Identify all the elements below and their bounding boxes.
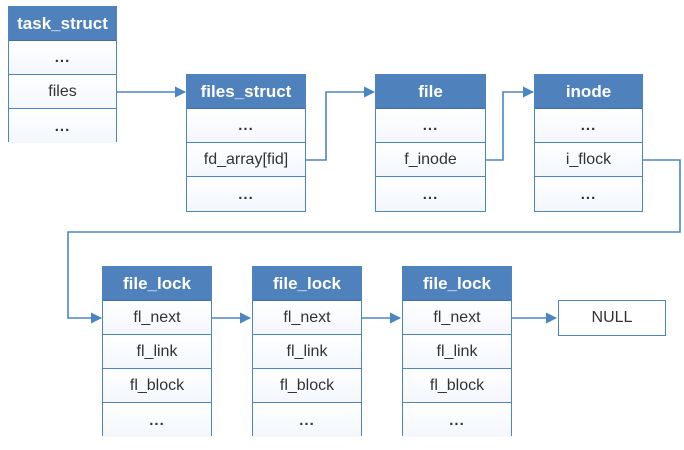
inode-field-ellipsis-bottom: ... — [535, 177, 642, 211]
inode-box: inode ... i_flock ... — [534, 74, 643, 212]
file-field-ellipsis-bottom: ... — [376, 177, 485, 211]
inode-field-ellipsis-top: ... — [535, 109, 642, 143]
arrow-fd-array-to-file — [306, 86, 376, 161]
file-lock-box-1: file_lock fl_next fl_link fl_block ... — [102, 266, 212, 437]
file-lock-2-field-ellipsis: ... — [253, 403, 361, 437]
file-lock-3-field-fl-next: fl_next — [403, 301, 511, 335]
files-struct-title: files_struct — [187, 75, 305, 109]
null-terminator-box: NULL — [558, 300, 666, 336]
task-struct-box: task_struct ... files ... — [8, 6, 117, 143]
task-struct-field-ellipsis-bottom: ... — [9, 109, 116, 143]
inode-title: inode — [535, 75, 642, 109]
file-lock-2-field-fl-link: fl_link — [253, 335, 361, 369]
file-lock-1-field-fl-block: fl_block — [103, 369, 211, 403]
file-lock-1-field-fl-next: fl_next — [103, 301, 211, 335]
file-lock-2-field-fl-next: fl_next — [253, 301, 361, 335]
file-lock-3-field-fl-block: fl_block — [403, 369, 511, 403]
file-lock-3-field-fl-link: fl_link — [403, 335, 511, 369]
file-lock-1-field-ellipsis: ... — [103, 403, 211, 437]
file-field-ellipsis-top: ... — [376, 109, 485, 143]
file-title: file — [376, 75, 485, 109]
files-struct-box: files_struct ... fd_array[fid] ... — [186, 74, 306, 212]
file-lock-1-title: file_lock — [103, 267, 211, 301]
inode-field-i-flock: i_flock — [535, 143, 642, 177]
arrow-f-inode-to-inode — [486, 86, 535, 161]
task-struct-title: task_struct — [9, 7, 116, 41]
file-lock-3-title: file_lock — [403, 267, 511, 301]
file-box: file ... f_inode ... — [375, 74, 486, 212]
file-lock-2-field-fl-block: fl_block — [253, 369, 361, 403]
file-lock-box-2: file_lock fl_next fl_link fl_block ... — [252, 266, 362, 437]
file-lock-1-field-fl-link: fl_link — [103, 335, 211, 369]
task-struct-field-ellipsis-top: ... — [9, 41, 116, 75]
file-lock-3-field-ellipsis: ... — [403, 403, 511, 437]
task-struct-field-files: files — [9, 75, 116, 109]
files-struct-field-fd-array: fd_array[fid] — [187, 143, 305, 177]
file-field-f-inode: f_inode — [376, 143, 485, 177]
files-struct-field-ellipsis-bottom: ... — [187, 177, 305, 211]
files-struct-field-ellipsis-top: ... — [187, 109, 305, 143]
file-lock-2-title: file_lock — [253, 267, 361, 301]
file-lock-box-3: file_lock fl_next fl_link fl_block ... — [402, 266, 512, 437]
